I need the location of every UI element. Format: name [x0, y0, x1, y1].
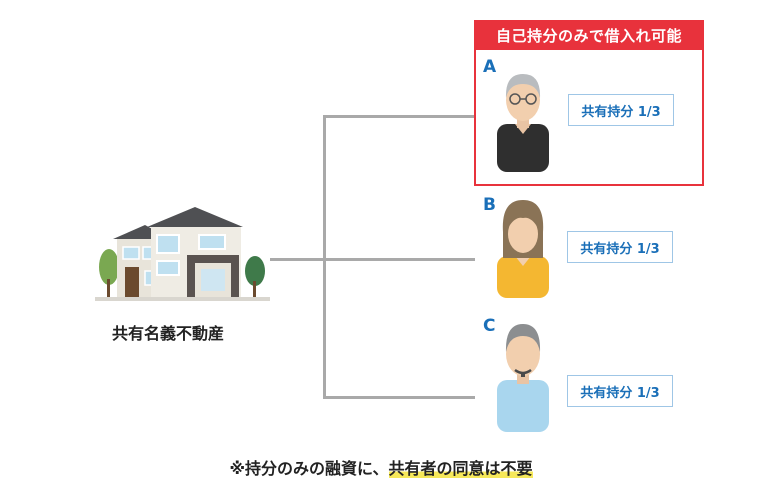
connector-vertical — [323, 115, 326, 399]
connector-to-a — [323, 115, 475, 118]
connector-to-c — [323, 396, 475, 399]
owner-a-share: 共有持分 1/3 — [568, 94, 674, 126]
owner-b-avatar — [497, 200, 549, 298]
owner-c-avatar — [497, 324, 549, 432]
footnote: ※持分のみの融資に、共有者の同意は不要 — [0, 455, 762, 479]
owner-a-avatar — [497, 74, 549, 172]
owner-b-letter: B — [483, 195, 496, 215]
footnote-highlight: 共有者の同意は不要 — [388, 459, 533, 478]
connector-to-b — [323, 258, 475, 261]
owner-b-share: 共有持分 1/3 — [567, 231, 673, 263]
footnote-prefix: ※持分のみの融資に、 — [229, 459, 389, 478]
house-illustration — [95, 207, 270, 301]
owner-a-letter: A — [483, 57, 497, 77]
highlight-banner: 自己持分のみで借入れ可能 — [474, 20, 704, 50]
owner-c-letter: C — [483, 316, 496, 336]
owner-c-share: 共有持分 1/3 — [567, 375, 673, 407]
house-label: 共有名義不動産 — [112, 324, 225, 343]
connector-from-house — [270, 258, 326, 261]
